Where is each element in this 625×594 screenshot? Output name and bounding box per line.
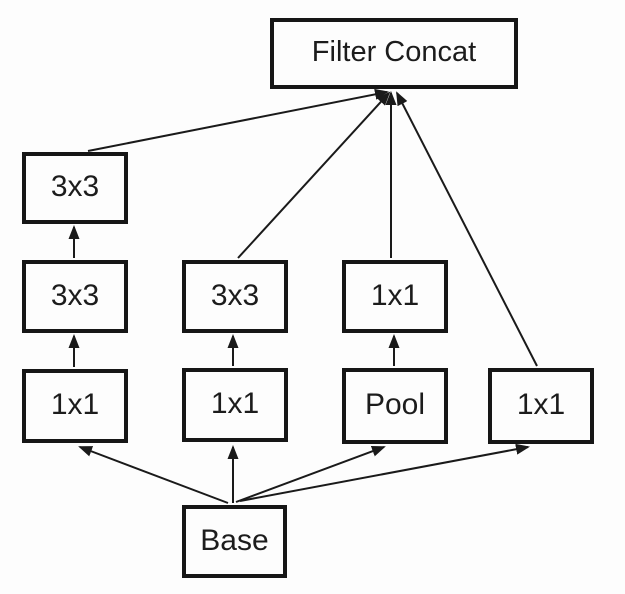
node-branch3-pool: Pool: [342, 368, 448, 444]
node-branch4-1x1: 1x1: [488, 368, 594, 444]
node-branch4-1x1-label: 1x1: [516, 388, 566, 421]
node-base: Base: [182, 505, 287, 578]
node-branch1-3x3-top-label: 3x3: [50, 170, 100, 203]
node-branch2-1x1-label: 1x1: [210, 387, 260, 420]
node-branch2-1x1: 1x1: [182, 368, 288, 442]
arrow-branch2-to-filter-concat: [237, 91, 391, 259]
node-branch2-3x3-label: 3x3: [210, 278, 260, 312]
node-base-label: Base: [200, 523, 269, 557]
node-filter-concat: Filter Concat: [270, 18, 518, 89]
node-branch2-3x3: 3x3: [182, 260, 288, 333]
node-branch1-1x1: 1x1: [22, 369, 128, 443]
arrow-base-to-branch1-1x1: [78, 446, 229, 504]
node-filter-concat-label: Filter Concat: [311, 36, 477, 68]
node-branch3-1x1-label: 1x1: [370, 278, 420, 312]
arrow-branch4-to-filter-concat: [396, 91, 538, 367]
node-branch1-3x3-top: 3x3: [22, 152, 128, 224]
node-branch1-3x3: 3x3: [22, 260, 128, 333]
arrow-base-to-branch4-1x1: [239, 443, 530, 502]
node-branch3-pool-label: Pool: [364, 388, 426, 421]
arrow-base-to-branch3-pool: [235, 446, 386, 503]
node-branch1-1x1-label: 1x1: [50, 388, 100, 421]
node-branch1-3x3-label: 3x3: [50, 278, 100, 312]
node-branch3-1x1: 1x1: [342, 260, 448, 333]
arrow-branch1-to-filter-concat: [87, 88, 389, 152]
